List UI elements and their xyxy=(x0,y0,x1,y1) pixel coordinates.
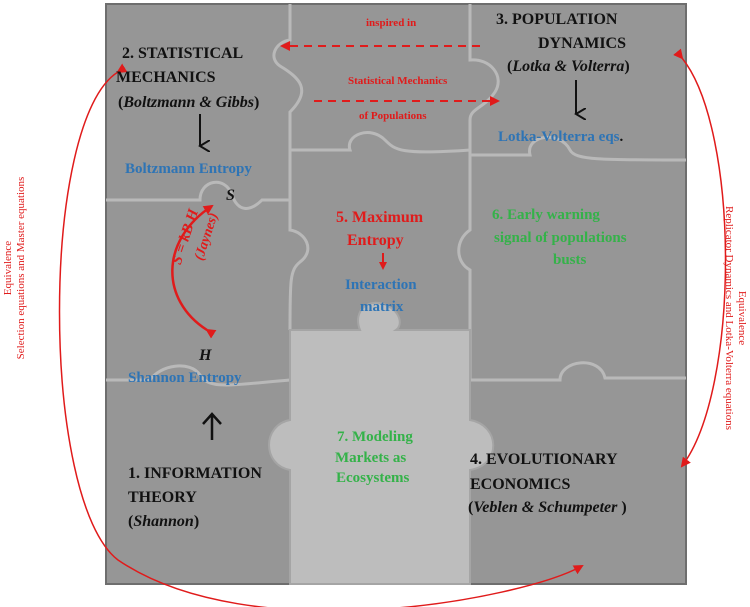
left-equivalence-text: Equivalence Selection equations and Mast… xyxy=(2,108,27,428)
symbol-s: S xyxy=(226,187,235,204)
lotka-volterra-eqs-text: Lotka-Volterra eqs xyxy=(498,129,620,145)
evo-title-line2: ECONOMICS xyxy=(470,476,571,493)
statmech-title-line2: MECHANICS xyxy=(116,69,216,86)
stat-mech-populations-line1: Statistical Mechanics xyxy=(348,75,448,87)
evo-authors: (Veblen & Schumpeter ) xyxy=(468,499,627,516)
lotka-volterra-eqs-label: Lotka-Volterra eqs. xyxy=(498,129,624,145)
popdyn-authors-names: Lotka & Volterra xyxy=(512,58,625,75)
interaction-matrix-line2: matrix xyxy=(360,299,404,315)
evo-title-line1: 4. EVOLUTIONARY xyxy=(470,451,618,468)
arrow-replicator-equivalence xyxy=(673,48,727,468)
popdyn-authors: (Lotka & Volterra) xyxy=(507,58,630,75)
markets-line2: Markets as xyxy=(335,450,407,466)
info-title-line1: 1. INFORMATION xyxy=(128,465,262,482)
statmech-title-line1: 2. STATISTICAL xyxy=(122,45,244,62)
symbol-h: H xyxy=(199,347,212,364)
evo-authors-names: Veblen & Schumpeter xyxy=(473,499,622,516)
statmech-authors: (Boltzmann & Gibbs) xyxy=(118,94,260,111)
early-warning-line1: 6. Early warning xyxy=(492,207,600,223)
info-authors-names: Shannon xyxy=(133,513,194,530)
early-warning-line3: busts xyxy=(553,252,587,268)
boltzmann-entropy-label: Boltzmann Entropy xyxy=(125,161,252,177)
popdyn-title-line2: DYNAMICS xyxy=(538,35,626,52)
markets-line3: Ecosystems xyxy=(336,470,410,486)
inspired-in-label: inspired in xyxy=(366,17,417,29)
popdyn-title-line1: 3. POPULATION xyxy=(496,11,618,28)
markets-line1: 7. Modeling xyxy=(337,429,413,445)
right-equivalence-text: Equivalence Replicator Dynamics and Lotk… xyxy=(723,128,748,508)
right-equivalence-line1: Equivalence xyxy=(736,290,748,346)
info-authors: (Shannon) xyxy=(128,513,200,530)
right-equivalence-line2: Replicator Dynamics and Lotka-Volterra e… xyxy=(723,205,736,430)
arrow-selection-equivalence xyxy=(58,63,584,607)
shannon-entropy-label: Shannon Entropy xyxy=(128,370,242,386)
statmech-authors-names: Boltzmann & Gibbs xyxy=(123,94,255,111)
stat-mech-populations-line2: of Populations xyxy=(359,110,427,122)
interaction-matrix-line1: Interaction xyxy=(345,277,417,293)
info-title-line2: THEORY xyxy=(128,489,197,506)
early-warning-line2: signal of populations xyxy=(494,230,627,246)
left-equivalence-line2: Selection equations and Master equations xyxy=(14,176,27,360)
maxent-title-line2: Entropy xyxy=(347,232,404,249)
maxent-title-line1: 5. Maximum xyxy=(336,209,424,226)
left-equivalence-line1: Equivalence xyxy=(2,240,14,296)
